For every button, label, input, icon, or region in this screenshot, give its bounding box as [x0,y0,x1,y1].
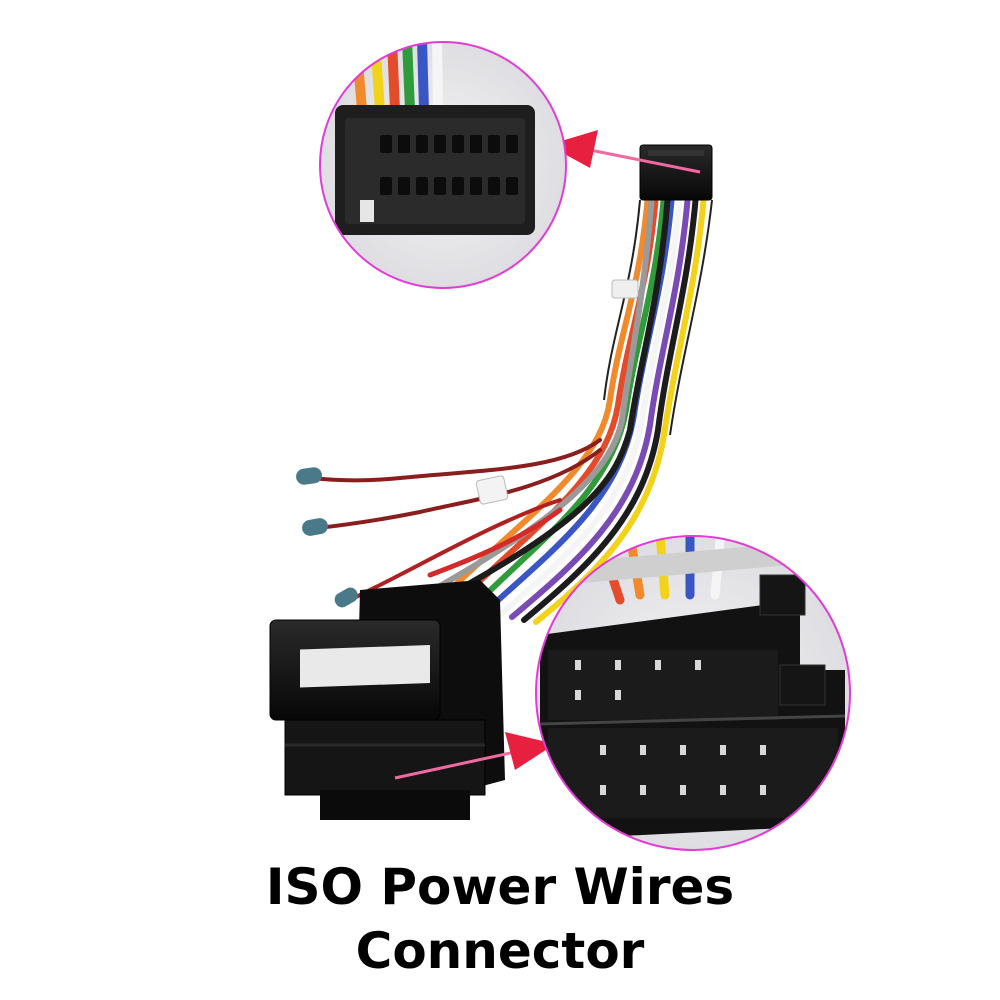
caption-line-1: ISO Power Wires [265,858,735,916]
iso-pin-slot [640,745,646,755]
iso-connector-block [269,580,505,820]
bottom-callout [535,535,851,851]
iso-pin-slot [680,745,686,755]
iso-pin-slot [720,745,726,755]
iso-pin-slot [575,660,581,670]
connector-pin-hole [398,135,410,153]
connector-pin-hole [488,135,500,153]
iso-pin-slot [720,785,726,795]
iso-pin-slot [640,785,646,795]
callout-arrows [394,130,701,780]
iso-pin-slot [655,660,661,670]
wire-harness [269,144,713,820]
iso-pin-slot [615,660,621,670]
small-connector [639,144,713,201]
connector-pin-hole [506,177,518,195]
connector-pin-hole [434,135,446,153]
caption-line-2: Connector [355,922,645,980]
iso-pin-slot [680,785,686,795]
connector-pin-hole [470,177,482,195]
iso-pin-slot [695,660,701,670]
connector-pin-hole [452,135,464,153]
connector-pin-hole [434,177,446,195]
connector-pin-hole [416,177,428,195]
connector-pin-hole [380,135,392,153]
connector-pin-hole [506,135,518,153]
connector-pin-hole [416,135,428,153]
connector-pin-hole [452,177,464,195]
connector-pin-hole [488,177,500,195]
iso-pin-slot [600,785,606,795]
iso-pin-slot [760,745,766,755]
top-callout [319,41,567,289]
iso-pin-slot [760,785,766,795]
connector-pin-hole [398,177,410,195]
iso-pin-slot [600,745,606,755]
connector-pin-hole [380,177,392,195]
connector-pin-hole [470,135,482,153]
iso-pin-slot [575,690,581,700]
iso-pin-slot [615,690,621,700]
